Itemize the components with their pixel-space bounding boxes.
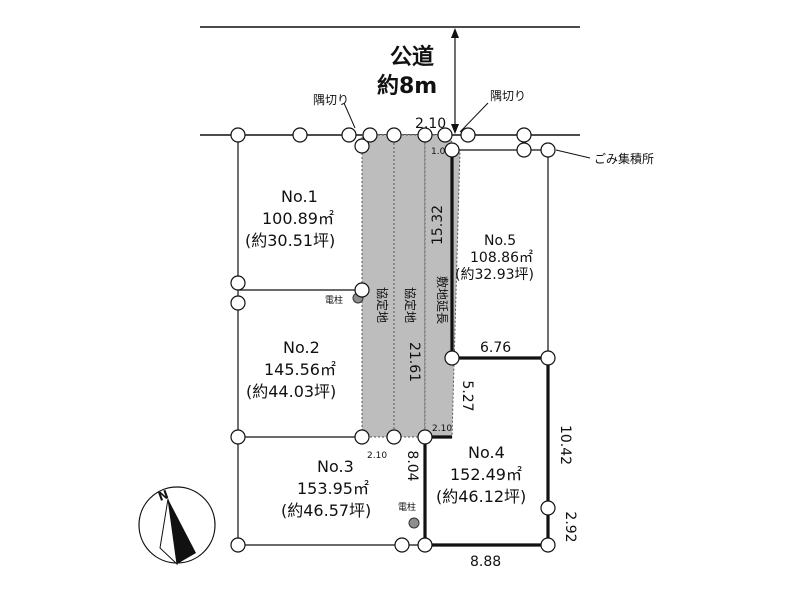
pole1-label: 電柱	[325, 294, 343, 306]
dim-lot4-right-lower: 2.92	[562, 511, 578, 542]
boundary-marker	[354, 138, 370, 154]
lot4-tsubo: (約46.12坪)	[436, 487, 526, 506]
dim-corner-small: 1.00	[431, 147, 451, 157]
boundary-marker	[230, 429, 246, 445]
boundary-marker	[230, 295, 246, 311]
lot5-tsubo: (約32.93坪)	[455, 267, 534, 283]
boundary-marker	[292, 127, 308, 143]
compass-needle-light	[159, 498, 178, 566]
lot1-tsubo: (約30.51坪)	[245, 231, 335, 250]
boundary-marker	[394, 537, 410, 553]
boundary-marker	[437, 127, 453, 143]
dim-lot4-left-upper: 5.27	[459, 380, 475, 411]
dim-lot5-bottom: 6.76	[480, 340, 511, 356]
boundary-marker	[341, 127, 357, 143]
garbage-leader	[555, 149, 591, 159]
boundary-marker	[417, 537, 433, 553]
boundary-marker	[516, 142, 532, 158]
lot1-no: No.1	[281, 187, 318, 206]
boundary-marker	[230, 537, 246, 553]
boundary-marker	[540, 500, 556, 516]
dim-strip-bottom-left: 2.10	[367, 451, 387, 461]
road-name: 公道	[390, 44, 434, 70]
boundary-marker	[362, 127, 378, 143]
boundary-marker	[354, 282, 370, 298]
boundary-marker	[444, 142, 460, 158]
lot3-area: 153.95㎡	[297, 479, 369, 498]
boundary-marker	[230, 127, 246, 143]
lot2-no: No.2	[283, 338, 320, 357]
north-compass: N	[138, 486, 216, 566]
lot4-area: 152.49㎡	[450, 465, 522, 484]
road-width: 約8m	[377, 73, 437, 99]
lot2-area: 145.56㎡	[264, 360, 336, 379]
boundary-marker	[417, 127, 433, 143]
pole2-marker	[408, 517, 420, 529]
corner-cut-right-label: 隅切り	[490, 89, 526, 103]
boundary-marker	[540, 350, 556, 366]
corner-cut-right-leader	[459, 102, 489, 133]
boundary-marker	[354, 429, 370, 445]
boundary-marker	[230, 275, 246, 291]
boundary-marker	[444, 350, 460, 366]
dim-lot4-left-lower: 8.04	[404, 450, 420, 481]
boundary-markers	[230, 127, 556, 553]
sikichi-label: 敷地延長	[435, 276, 450, 324]
corner-cut-left-leader	[343, 102, 356, 129]
lot5-area: 108.86㎡	[470, 250, 533, 266]
boundary-marker	[460, 127, 476, 143]
boundary-marker	[386, 127, 402, 143]
dim-vertical-strip: 15.32	[430, 205, 446, 245]
boundary-marker	[417, 429, 433, 445]
lot4-no: No.4	[468, 443, 505, 462]
kyotei-label-1: 協定地	[375, 287, 390, 323]
boundary-marker	[386, 429, 402, 445]
lot3-tsubo: (約46.57坪)	[281, 501, 371, 520]
lot2-tsubo: (約44.03坪)	[246, 382, 336, 401]
road-arrow-head-top	[451, 28, 459, 38]
compass-north-label: N	[156, 487, 170, 504]
road-arrow-head-bottom	[451, 124, 459, 134]
garbage-label: ごみ集積所	[594, 151, 654, 166]
pole2-label: 電柱	[398, 501, 416, 513]
dim-lot4-bottom: 8.88	[470, 554, 501, 570]
dim-strip-bottom-right: 2.10	[432, 424, 452, 434]
corner-cut-left-label: 隅切り	[313, 93, 349, 107]
dim-center-strip: 21.61	[406, 342, 422, 382]
boundary-marker	[540, 537, 556, 553]
boundary-marker	[516, 127, 532, 143]
boundary-marker	[540, 142, 556, 158]
kyotei-label-2: 協定地	[403, 287, 418, 323]
lot5-no: No.5	[484, 233, 516, 249]
dim-lot4-right: 10.42	[557, 425, 573, 465]
lot3-no: No.3	[317, 457, 354, 476]
lot1-area: 100.89㎡	[262, 209, 334, 228]
